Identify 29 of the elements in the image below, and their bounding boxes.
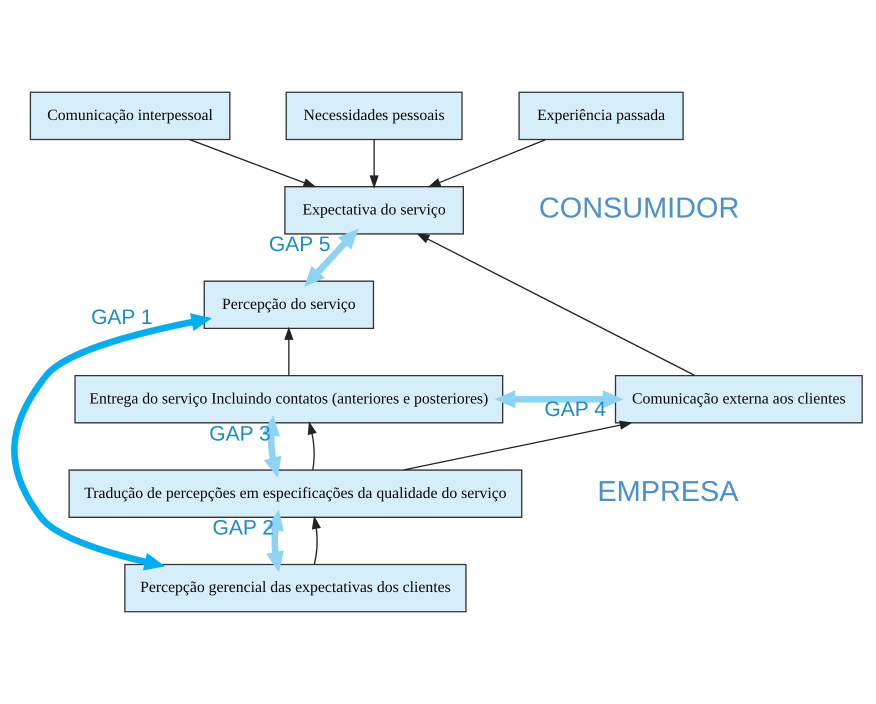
arrow (266, 510, 284, 572)
arrow (190, 139, 316, 188)
edge-label: GAP 5 (268, 233, 330, 256)
node-box: Entrega do serviço Incluindo contatos (anteriores e posteriores) (74, 374, 504, 424)
arrow (308, 421, 317, 470)
node-box: Comunicação interpessoal (30, 92, 230, 140)
node-box: Experiência passada (518, 92, 684, 140)
edge-label: GAP 3 (209, 422, 271, 446)
node-box: Expectativa do serviço (284, 186, 464, 235)
label: EMPRESA (597, 476, 739, 508)
node-box: Tradução de percepções em especificações da qualidade do serviço (68, 469, 522, 518)
edge-label: GAP 1 (91, 306, 153, 329)
arrow (403, 420, 633, 471)
arrow (262, 415, 282, 478)
node-box: Necessidades pessoais (286, 92, 463, 140)
arrow (370, 140, 379, 189)
arrow (494, 390, 624, 408)
node-box: Percepção gerencial das expectativas dos clientes (124, 564, 467, 612)
node-box: Comunicação externa aos clientes (614, 374, 863, 424)
label: CONSUMIDOR (538, 192, 740, 225)
node-box: Percepção do serviço (204, 280, 374, 330)
edge-label: GAP 2 (212, 516, 274, 540)
arrow (284, 326, 294, 376)
arrow (312, 516, 321, 565)
arrow (304, 228, 359, 288)
arrow (11, 313, 212, 571)
arrow (428, 139, 546, 188)
edge-label: GAP 4 (544, 398, 606, 422)
arrow (416, 233, 695, 376)
